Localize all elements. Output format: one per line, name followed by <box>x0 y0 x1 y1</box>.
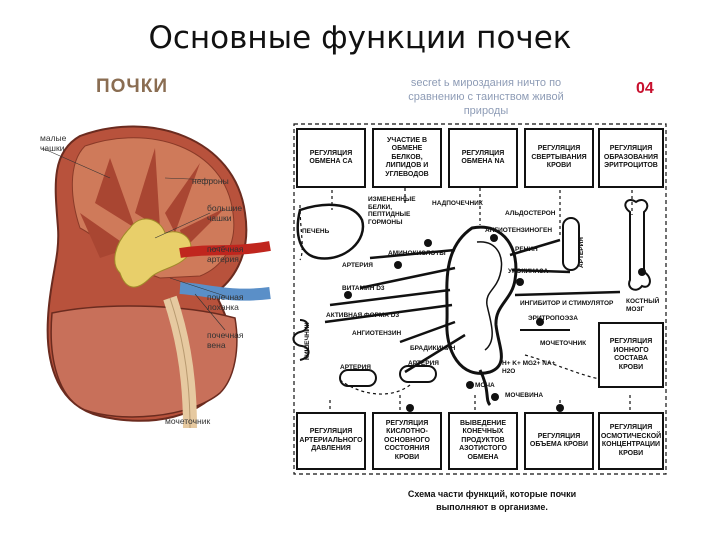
renal-vein-drawing <box>179 282 271 301</box>
box-volume-regulation: Регуляция объема крови <box>524 412 594 470</box>
box-pressure-regulation: Регуляция артериального давления <box>296 412 366 470</box>
box-sodium-regulation: Регуляция обмена Na <box>448 128 518 188</box>
label-adrenal: Надпочечник <box>432 200 483 207</box>
box-erythropoiesis-regulation: Регуляция образования эритроцитов <box>598 128 664 188</box>
box-metabolism-participation: Участие в обмене белков, липидов и углев… <box>372 128 442 188</box>
label-aldosterone: Альдостерон <box>505 210 556 217</box>
label-artery-vertical: Артерия <box>578 237 585 268</box>
label-major-calyces: большие чашки <box>207 203 243 223</box>
intestine-shape <box>292 319 310 361</box>
label-bradykinin: Брадикинин <box>410 345 456 352</box>
slide-number: 04 <box>636 80 654 97</box>
label-erythropoiesis: Эритропоэза <box>528 315 578 322</box>
label-liver: Печень <box>302 228 330 235</box>
scheme-frame <box>293 123 667 475</box>
box-nitrogen-excretion: Выведение конечных продуктов азотистого … <box>448 412 518 470</box>
label-bone-marrow: Костный мозг <box>626 298 660 313</box>
box-ionic-regulation: Регуляция ионного состава крови <box>598 322 664 388</box>
label-urea: Мочевина <box>505 392 544 399</box>
box-acid-base-regulation: Регуляция кислотно-основного состояния к… <box>372 412 442 470</box>
scheme-caption: Схема части функций, которые почки выпол… <box>407 489 577 512</box>
label-artery-bottom-1: Артерия <box>340 364 371 371</box>
label-nephrons: нефроны <box>192 176 229 186</box>
central-kidney <box>445 225 518 375</box>
label-renal-artery: почечная артерия <box>207 244 244 264</box>
label-vitamin-d3: Витамин D3 <box>342 285 385 292</box>
label-renal-pelvis: почечная лоханка <box>207 292 244 312</box>
label-urokinase: Урокиназа <box>508 268 549 275</box>
label-ions: H+ K+ Mg2+ Na+ H2O <box>502 360 556 375</box>
faded-quote: secret ь мироздания ничто по сравнению с… <box>408 77 564 117</box>
artery-tube <box>562 217 580 271</box>
box-osmotic-regulation: Регуляция осмотической концентрации кров… <box>598 412 664 470</box>
kidney-heading: ПОЧКИ <box>96 76 169 97</box>
box-calcium-regulation: Регуляция обмена Ca <box>296 128 366 188</box>
label-ureter-scheme: Мочеточник <box>540 340 587 347</box>
label-ureter: мочеточник <box>165 416 211 426</box>
label-modified-proteins: Измененные белки, пептидные гормоны <box>368 196 416 226</box>
label-inhibitor-stimulator: Ингибитор и стимулятор <box>520 300 614 307</box>
label-angiotensinogen: Ангиотензиноген <box>485 227 553 234</box>
renal-artery-drawing <box>179 241 271 258</box>
bone-shape <box>624 199 651 291</box>
renal-pelvis <box>114 218 192 288</box>
label-active-d3: Активная форма D3 <box>326 312 400 319</box>
liver-shape <box>296 203 365 260</box>
label-artery-left: Артерия <box>342 262 373 269</box>
kidney-illustration <box>41 125 271 428</box>
label-urine: Моча <box>475 382 495 389</box>
label-angiotensin: Ангиотензин <box>352 330 402 337</box>
label-minor-calyces: малые чашки <box>40 133 67 153</box>
box-coagulation-regulation: Регуляция свертывания крови <box>524 128 594 188</box>
page-title: Основные функции почек <box>148 20 572 56</box>
label-amino-acids: Аминокислоты <box>388 250 446 257</box>
label-artery-bottom-2: Артерия <box>408 360 439 367</box>
label-intestine: Кишечник <box>304 322 311 360</box>
label-renin: Ренин <box>515 246 538 253</box>
label-renal-vein: почечная вена <box>207 330 244 350</box>
